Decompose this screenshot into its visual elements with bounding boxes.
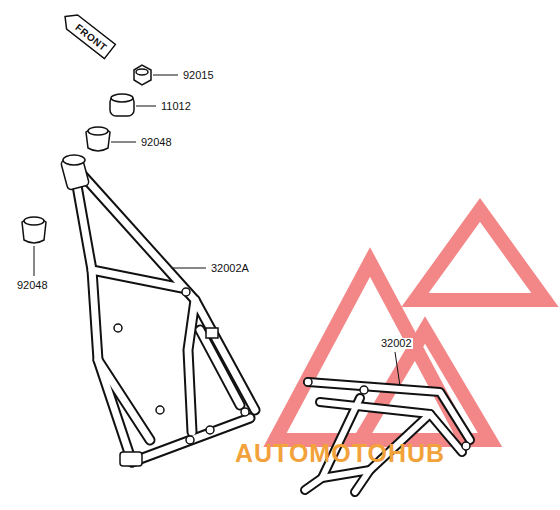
callout-number: 92015	[182, 70, 215, 81]
callout-number: 32002A	[210, 263, 250, 274]
direction-arrow: FRONT	[58, 8, 117, 60]
callout-number: 92048	[16, 280, 49, 291]
callout-number: 11012	[160, 101, 192, 112]
callout-number: 92048	[140, 137, 173, 148]
watermark: AUTOMOTOHUB	[234, 441, 446, 466]
direction-text: FRONT	[69, 18, 114, 57]
callout-number: 32002	[380, 338, 413, 349]
